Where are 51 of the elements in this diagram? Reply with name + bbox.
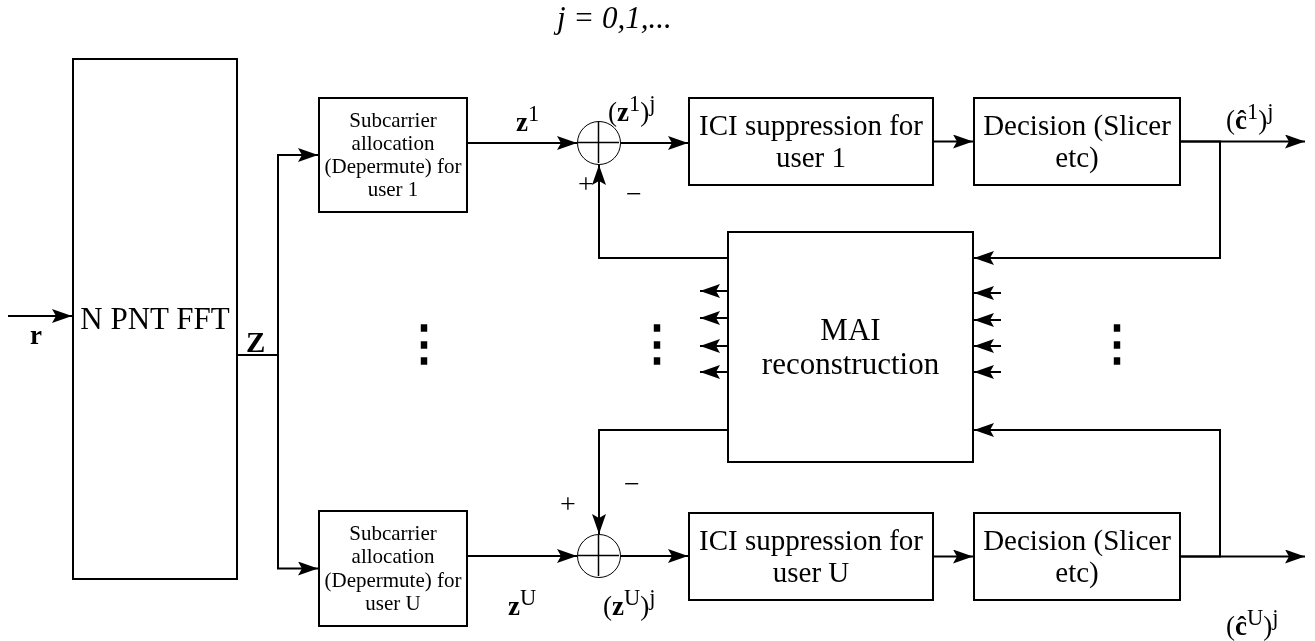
arrow [620,136,689,150]
arrow [467,549,578,563]
arrow [933,134,974,149]
arrow [699,339,728,353]
arrow [973,339,1002,353]
process-box [727,231,974,463]
arrow [699,365,728,379]
sign-label: − [626,180,642,208]
process-box [973,512,1181,601]
ellipsis-dots: ⋮ [400,320,448,368]
arrow [973,313,1002,327]
ellipsis-dots: ⋮ [1093,320,1141,368]
arrow [973,365,1002,379]
edge-label: (z$^{1}$)$^{j}$ [608,93,656,126]
edge-label: (ĉ$^{U}$)$^{j}$ [1226,607,1279,640]
box-label: ICI suppression for user U [698,524,924,589]
process-box [688,512,934,601]
box-label: Subcarrier allocation (Depermute) for user U [323,522,463,615]
process-box [318,97,468,213]
box-label: N PNT FFT [80,301,230,337]
arrow [699,311,728,325]
arrow [592,429,728,535]
arrow [973,140,1221,265]
arrow [592,164,728,259]
sign-label: + [578,170,594,198]
edge-label: (ĉ$^{1}$)$^{j}$ [1226,101,1274,134]
process-box [318,510,468,627]
arrow [933,549,974,564]
arrow [973,286,1002,300]
arrow [620,549,689,563]
arrow [467,136,578,150]
process-box [688,97,934,186]
box-label: Decision (Slicer etc) [982,109,1172,174]
box-label: ICI suppression for user 1 [698,109,924,174]
sign-label: + [560,490,576,518]
sign-label: − [624,470,640,498]
arrow [7,309,73,323]
edge-label: r [30,322,42,349]
summing-junction [577,534,621,578]
edge-label: (z$^{U}$)$^{j}$ [603,587,656,620]
ellipsis-dots: ⋮ [633,320,681,368]
box-label: Decision (Slicer etc) [982,524,1172,589]
arrow [699,284,728,298]
signal-label: Z [246,328,266,357]
edge-label: z$^{U}$ [508,587,537,620]
edge-label: z$^{1}$ [516,103,540,136]
process-box [973,97,1181,186]
box-label: MAI reconstruction [760,312,941,382]
box-label: Subcarrier allocation (Depermute) for user 1 [323,108,463,202]
arrow [973,423,1221,558]
process-box [72,58,238,580]
